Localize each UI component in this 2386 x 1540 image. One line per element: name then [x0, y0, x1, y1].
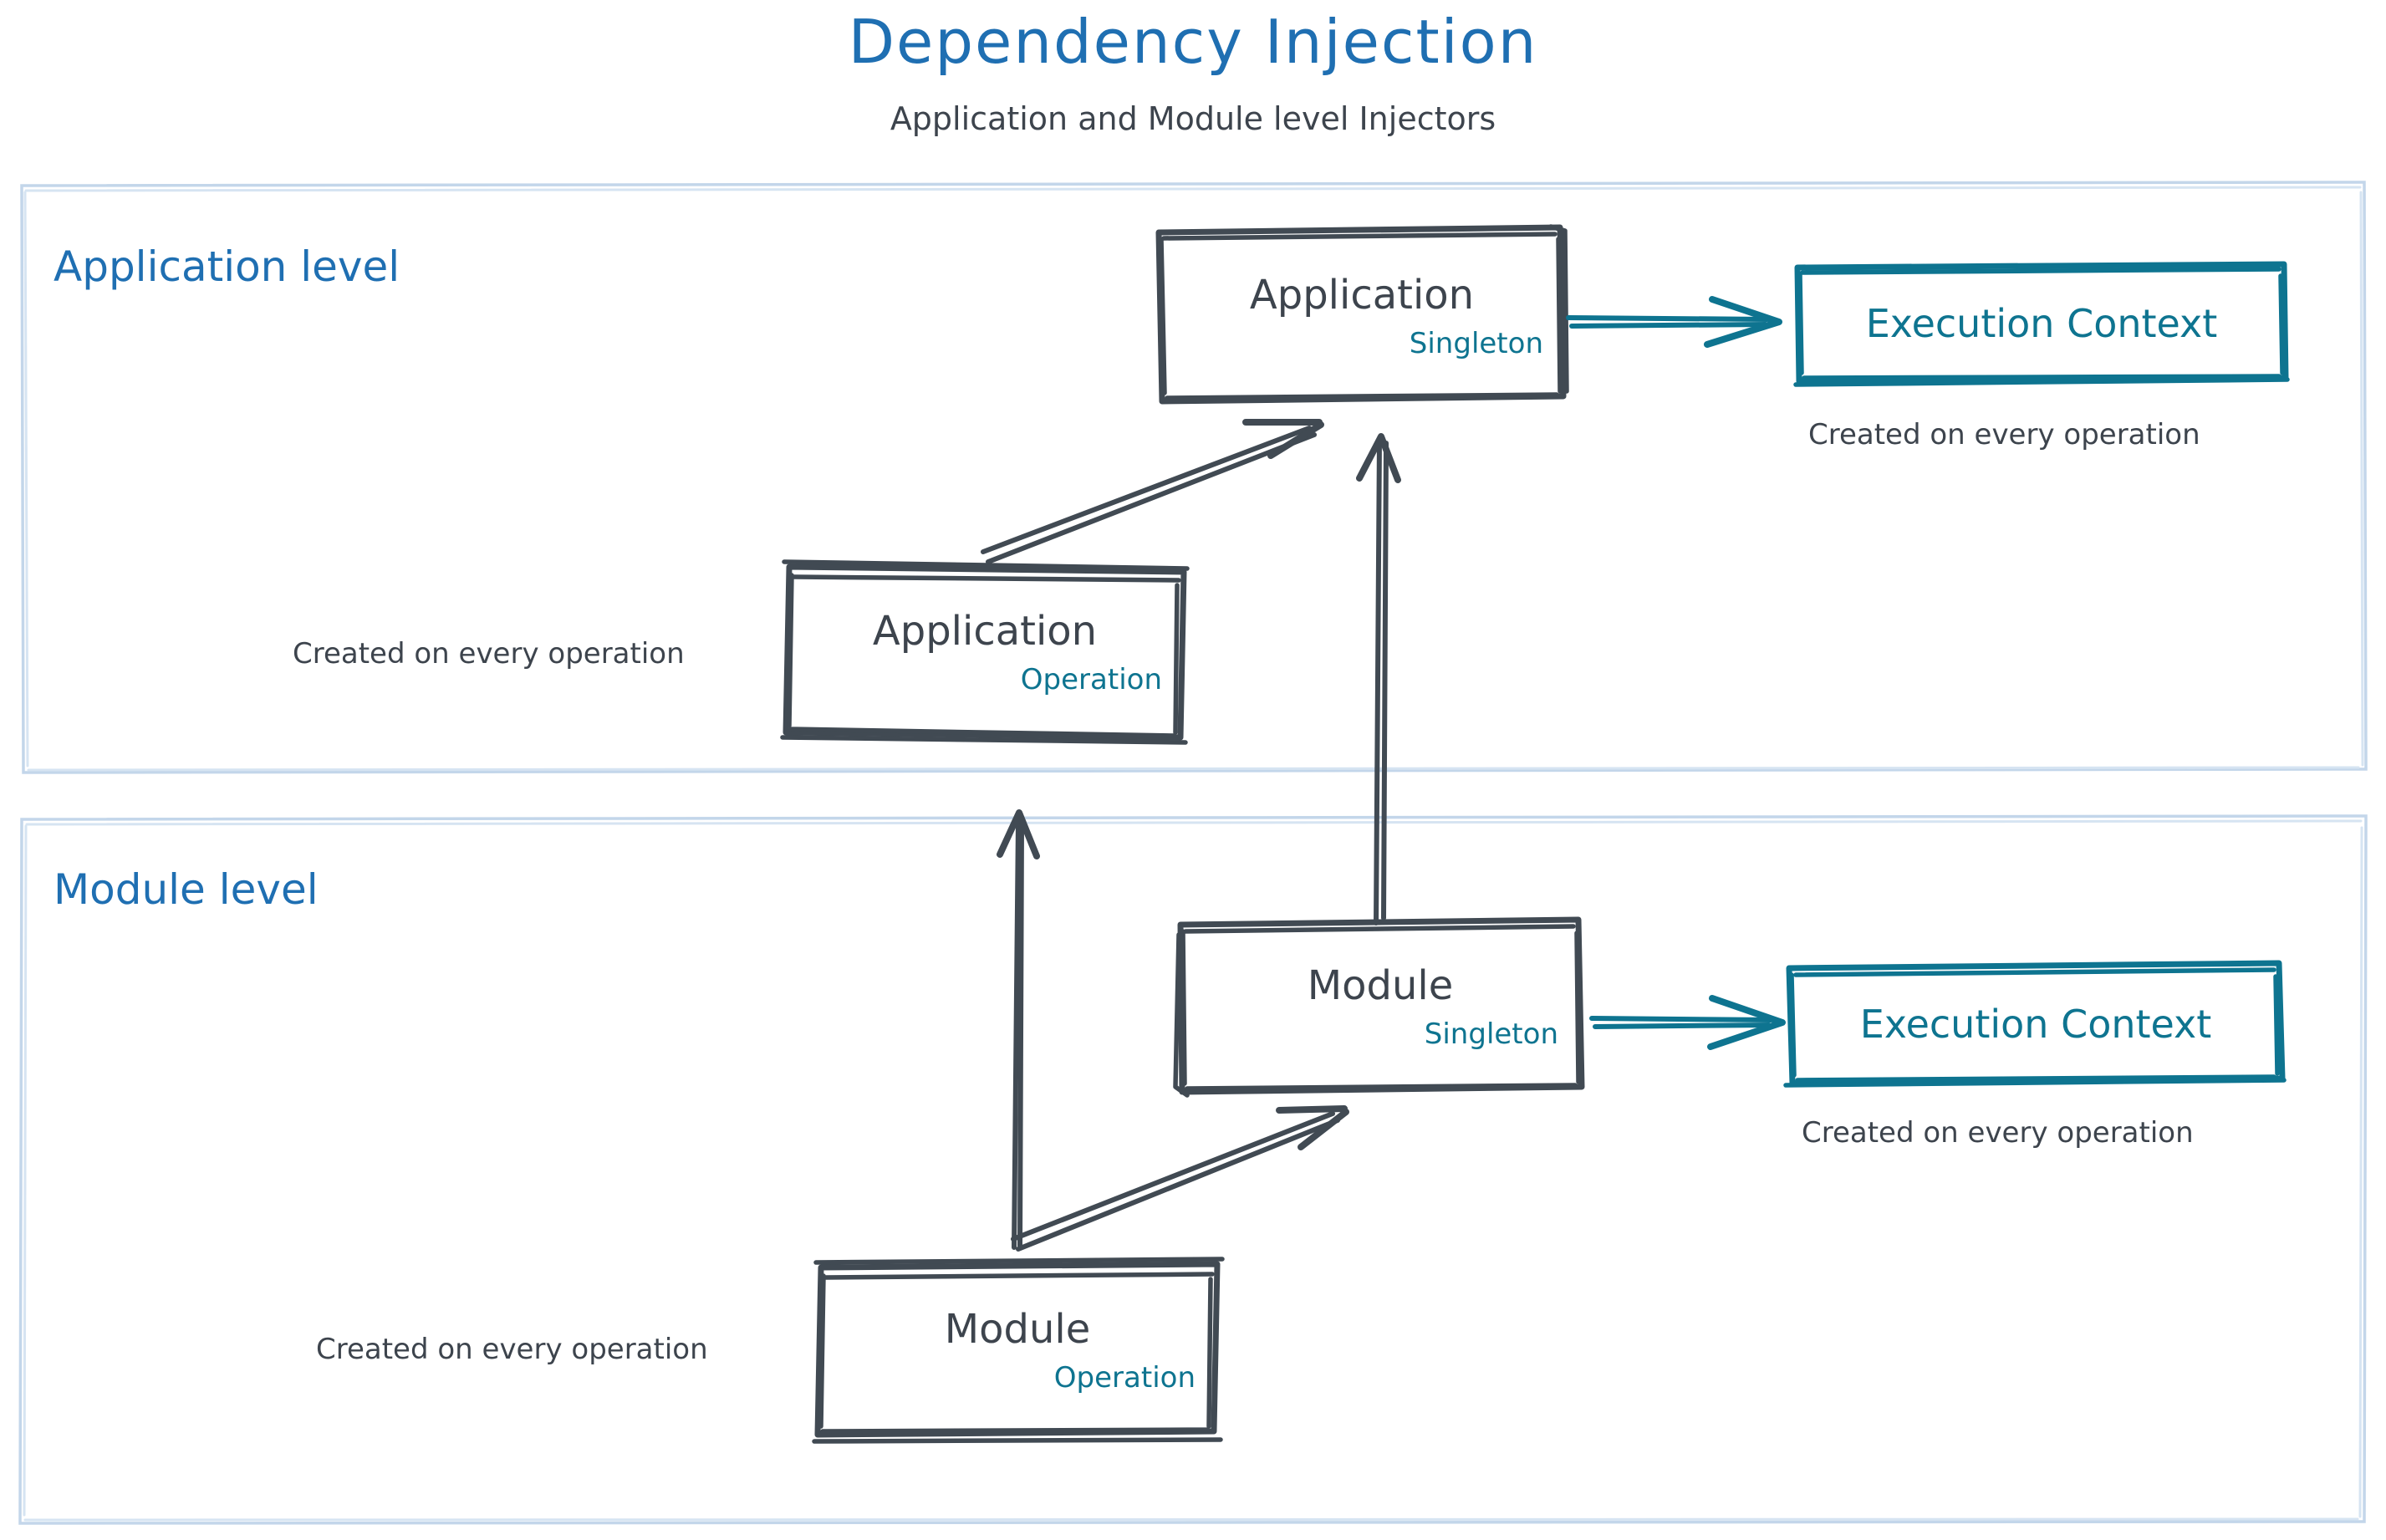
arrow-application-operation-to-singleton — [981, 419, 1324, 564]
node-application-singleton[interactable]: Application Singleton — [1159, 229, 1565, 403]
node-application-operation-title: Application — [872, 608, 1098, 655]
node-application-operation[interactable]: Application Operation — [786, 567, 1184, 737]
arrow-module-operation-to-application-operation — [997, 809, 1040, 1250]
node-application-operation-scope: Operation — [1020, 663, 1162, 696]
panel-label-module-level: Module level — [54, 865, 319, 914]
node-module-singleton-scope: Singleton — [1424, 1017, 1558, 1051]
panel-label-application-level: Application level — [54, 242, 400, 291]
panel-application-level-frame — [20, 181, 2368, 774]
node-module-singleton[interactable]: Module Singleton — [1180, 921, 1580, 1092]
caption-module-operation: Created on every operation — [316, 1333, 708, 1366]
module-singleton-box — [1173, 916, 1585, 1098]
node-module-execution-context-title: Execution Context — [1859, 1002, 2212, 1047]
node-module-singleton-title: Module — [1307, 962, 1454, 1009]
module-operation-box — [812, 1257, 1225, 1444]
panel-module-level-frame — [18, 814, 2368, 1525]
arrow-application-to-execution-context — [1566, 296, 1782, 348]
node-application-singleton-scope: Singleton — [1409, 327, 1543, 360]
node-module-operation-scope: Operation — [1053, 1361, 1196, 1395]
module-execution-context-box — [1783, 960, 2287, 1088]
caption-module-execution-context: Created on every operation — [1802, 1116, 2194, 1150]
node-module-operation[interactable]: Module Operation — [818, 1266, 1217, 1435]
application-singleton-box — [1155, 224, 1569, 405]
node-application-singleton-title: Application — [1249, 272, 1475, 319]
node-module-execution-context[interactable]: Execution Context — [1789, 965, 2282, 1084]
application-execution-context-box — [1793, 261, 2290, 387]
caption-application-operation: Created on every operation — [293, 637, 685, 671]
arrow-module-operation-to-singleton — [1011, 1105, 1349, 1252]
node-application-execution-context-title: Execution Context — [1865, 301, 2218, 346]
arrow-module-to-execution-context — [1589, 995, 1786, 1050]
caption-application-execution-context: Created on every operation — [1808, 418, 2200, 451]
page-subtitle: Application and Module level Injectors — [890, 100, 1496, 137]
node-module-operation-title: Module — [944, 1306, 1091, 1353]
application-operation-box — [780, 559, 1190, 745]
arrow-module-singleton-to-application-singleton — [1356, 433, 1401, 926]
node-application-execution-context[interactable]: Execution Context — [1796, 264, 2287, 383]
page-title: Dependency Injection — [848, 7, 1538, 77]
